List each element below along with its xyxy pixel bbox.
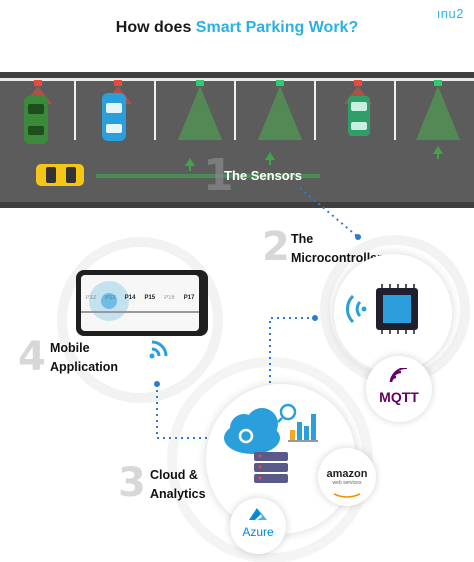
amazon-badge: amazon web services [318,448,376,506]
wifi-signal-icon [149,340,168,359]
step-1-label: The Sensors [224,168,303,183]
step-4-label-line2: Application [50,360,119,374]
taxi-car [36,164,84,186]
phone-frame: P12 P13 P14 P15 P16 P17 [76,270,208,336]
slot-label: P14 [124,295,136,301]
mqtt-icon [389,366,408,383]
title-highlight: Smart Parking Work? [195,19,359,36]
step-3-label-line1: Cloud & [150,468,198,482]
cloud-analytics-icon [224,403,318,483]
slot-label: P17 [183,295,195,301]
sensor-green-1 [196,80,204,86]
microcontroller-chip-icon [346,284,418,334]
amazon-smile-icon [333,493,361,498]
lane-arrows [185,146,443,171]
phone-screen: P12 P13 P14 P15 P16 P17 [81,275,199,331]
amazon-label: amazon [326,468,368,480]
parking-top-line [0,78,474,81]
parking-dividers [74,80,396,140]
mqtt-label: MQTT [379,389,419,405]
parking-slot-row: P12 P13 P14 P15 P16 P17 [81,295,199,301]
step-1-number: 1 [203,150,234,201]
slot-label: P15 [144,295,156,301]
slot-label: P16 [164,295,175,301]
title-prefix: How does [115,19,196,36]
amazon-sub-label: web services [332,480,362,486]
brand-logo: ınu2 [436,6,464,21]
slot-label: P12 [85,295,97,301]
step-3-label-line2: Analytics [150,487,206,501]
step-4-number: 4 [18,334,46,380]
road [0,72,474,208]
sensor-red-2 [114,80,122,86]
road-top-curb [0,72,474,78]
azure-label: Azure [242,525,274,539]
page-title: How does Smart Parking Work? [0,19,474,37]
sensor-green-2 [276,80,284,86]
azure-logo-icon [249,508,267,520]
mqtt-badge: MQTT [366,356,432,422]
step-2-number: 2 [262,224,290,270]
sensor-green-3 [434,80,442,86]
slot-label: P13 [105,295,116,301]
car-blue [102,93,126,141]
sensor-red-1 [34,80,42,86]
step-4-label-line1: Mobile [50,341,90,355]
road-bottom-curb [0,202,474,208]
step-2-label-line1: The [291,232,314,246]
sensors [34,80,442,86]
step-2-label-line2: Microcontroller [291,251,382,265]
azure-badge: Azure [230,498,286,554]
sensor-red-3 [354,80,362,86]
car-green-left [24,96,48,144]
step-3-number: 3 [118,460,146,506]
bg-ring-mobile [57,237,223,403]
car-green-right [348,96,370,136]
